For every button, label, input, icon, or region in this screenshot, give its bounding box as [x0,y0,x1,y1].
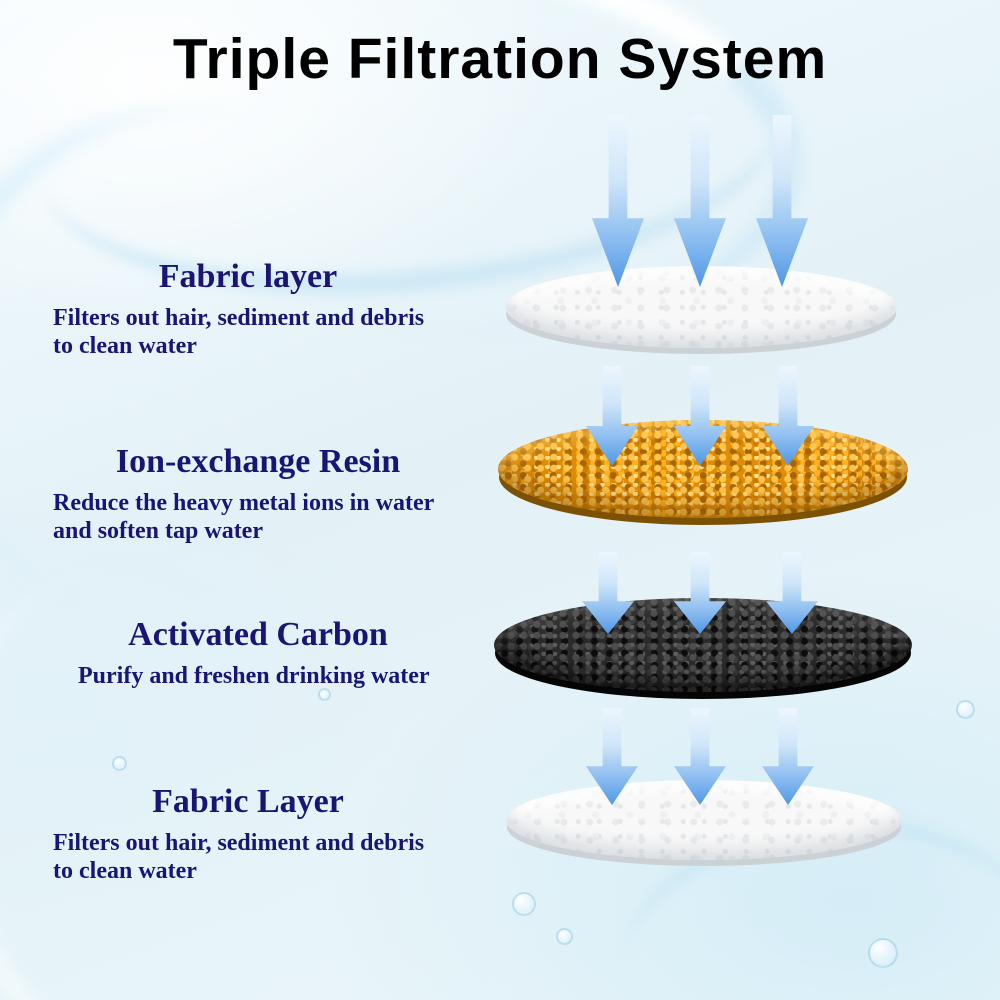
down-arrow-icon [762,366,814,466]
water-inlet-arrows [592,115,808,287]
down-arrow-icon [766,552,818,634]
down-arrow-icon [674,115,726,287]
down-arrow-icon [674,708,726,805]
water-bubble [868,938,898,968]
layer-heading: Activated Carbon [128,616,388,653]
description-line: Reduce the heavy metal ions in water [53,490,435,516]
down-arrow-icon [586,708,638,805]
layer-label-activated-carbon: Activated Carbon Purify and freshen drin… [28,616,488,690]
description-line: Filters out hair, sediment and debris [53,830,425,856]
down-arrow-icon [586,366,638,466]
water-bubble [556,928,573,945]
layer-label-fabric-top: Fabric layer Filters out hair, sediment … [28,258,468,361]
water-bubble [512,892,536,916]
description-line: Purify and freshen drinking water [78,663,430,689]
layer-description: Purify and freshen drinking water [28,662,488,690]
down-arrow-icon [582,552,634,634]
water-bubble [956,700,975,719]
flow-arrows-stage-3 [582,552,818,634]
down-arrow-icon [592,115,644,287]
description-line: to clean water [53,858,197,885]
page-title: Triple Filtration System [172,27,828,91]
down-arrow-icon [674,552,726,634]
layer-heading: Fabric Layer [152,783,344,820]
description-line: Filters out hair, sediment and debris [53,305,425,331]
flow-arrows-stage-4 [586,708,814,805]
water-swirl-decoration [0,514,437,1000]
layer-description: Reduce the heavy metal ions in water and… [28,489,488,546]
layer-label-ion-exchange-resin: Ion-exchange Resin Reduce the heavy meta… [28,443,488,546]
down-arrow-icon [756,115,808,287]
down-arrow-icon [762,708,814,805]
fabric-disc-bottom [506,780,902,860]
flow-arrows-stage-2 [586,366,814,466]
water-bubble [318,688,331,701]
layer-heading: Ion-exchange Resin [115,443,401,480]
water-swirl-decoration [0,38,533,702]
layer-description: Filters out hair, sediment and debris to… [28,829,468,886]
water-bubble [112,756,127,771]
layer-heading: Fabric layer [158,258,338,295]
layer-label-fabric-bottom: Fabric Layer Filters out hair, sediment … [28,783,468,886]
layer-description: Filters out hair, sediment and debris to… [28,304,468,361]
down-arrow-icon [674,366,726,466]
description-line: and soften tap water [53,518,263,545]
description-line: to clean water [53,333,197,360]
